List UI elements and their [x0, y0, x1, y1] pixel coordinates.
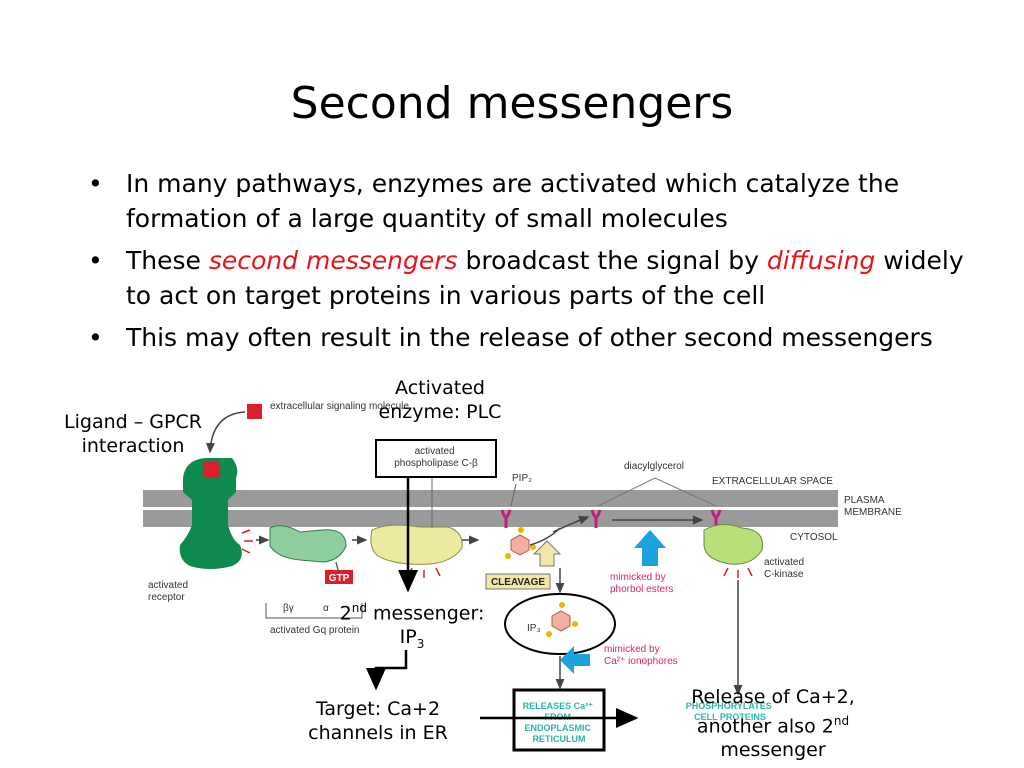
second-messenger-annotation: 2nd messenger: IP3 — [339, 601, 485, 652]
plasma-membrane-label: PLASMA MEMBRANE — [844, 495, 902, 518]
ionophore-mimic-arrow — [560, 646, 590, 674]
cleavage-label: CLEAVAGE — [491, 577, 545, 588]
ip3-released-hexagon — [510, 534, 530, 556]
activated-enzyme-annotation: Activated enzyme: PLC — [378, 377, 502, 423]
phosphate-dot — [505, 553, 511, 559]
plc-enzyme-shape — [370, 524, 463, 565]
bullet-list: • In many pathways, enzymes are activated… — [88, 166, 968, 362]
emphasis-text: second messengers — [208, 246, 458, 275]
phosphate-dot — [530, 544, 536, 550]
dag-arrow — [552, 516, 590, 533]
bullet-text: In many pathways, enzymes are activated … — [126, 169, 900, 233]
activated-receptor-label: activated receptor — [148, 580, 191, 603]
bullet-item: • This may often result in the release of… — [88, 320, 968, 355]
pip2-leader — [510, 483, 517, 507]
activated-plc-label: activated phospholipase C-β — [394, 446, 478, 469]
gq-protein-shape — [269, 525, 347, 563]
slide-title: Second messengers — [290, 78, 734, 129]
extracellular-space-label: EXTRACELLULAR SPACE — [712, 476, 833, 487]
extracellular-signal-label: extracellular signaling molecule — [270, 401, 409, 412]
emphasis-text: diffusing — [766, 246, 876, 275]
bullet-text: broadcast the signal by — [457, 246, 767, 275]
bullet-dot: • — [88, 246, 103, 275]
pip2-label: PIP₂ — [512, 473, 532, 484]
gq-bracket — [265, 603, 363, 619]
bullet-dot: • — [88, 323, 103, 352]
gtp-label: GTP — [329, 573, 350, 584]
phosphate-dot — [518, 527, 524, 533]
activated-gq-label: activated Gq protein — [270, 625, 360, 636]
c-kinase-shape — [703, 524, 764, 565]
phorbol-mimic-arrow — [634, 530, 666, 566]
mimicked-ionophore-label: mimicked by Ca²⁺ ionophores — [604, 644, 678, 667]
phosphate-dot — [572, 621, 578, 627]
gpcr-receptor-shape — [179, 458, 242, 569]
phosphate-dot — [546, 631, 552, 637]
ckinase-activation-rays — [723, 567, 753, 578]
plc-activation-rays — [407, 567, 441, 578]
phosphorylates-label: PHOSPHORYLATES CELL PROTEINS — [686, 701, 775, 722]
bullet-text: widely to act on target proteins in vari… — [126, 246, 964, 310]
activated-plc-box — [375, 439, 497, 478]
bullet-item: • In many pathways, enzymes are activated… — [88, 166, 968, 236]
cleavage-badge — [485, 573, 551, 590]
activated-ckinase-label: activated C-kinase — [764, 557, 807, 580]
ip3-hexagon — [551, 610, 571, 632]
bullet-text: These — [126, 246, 209, 275]
bullet-dot: • — [88, 169, 103, 198]
dag-lipid-icon — [590, 509, 602, 528]
cleavage-arrow-icon — [532, 540, 562, 567]
release-annotation: Release of Ca+2, another also 2nd messen… — [691, 686, 855, 762]
ligand-arrow — [205, 411, 246, 454]
er-release-label: RELEASES Ca²⁺ FROM ENDOPLASMIC RETICULUM — [523, 701, 596, 744]
gtp-badge — [325, 570, 353, 584]
diacylglycerol-label: diacylglycerol — [624, 461, 684, 472]
alpha-label: α — [323, 603, 329, 614]
bound-ligand-icon — [203, 461, 220, 478]
ligand-gpcr-annotation: Ligand – GPCR interaction — [64, 411, 202, 457]
gtp-link — [335, 561, 339, 571]
pip2-lipid-icon — [500, 509, 512, 528]
bullet-item: • These second messengers broadcast the s… — [88, 243, 968, 313]
ip3-label: IP₃ — [527, 623, 541, 634]
er-release-box — [512, 688, 606, 752]
mimicked-phorbol-label: mimicked by phorbol esters — [610, 572, 673, 595]
beta-gamma-label: βγ — [283, 603, 294, 614]
receptor-activation-rays — [241, 529, 253, 554]
target-annotation: Target: Ca+2 channels in ER — [308, 698, 448, 744]
dag-leaders — [597, 477, 717, 507]
plasma-membrane — [143, 490, 838, 527]
cytosol-label: CYTOSOL — [790, 532, 838, 543]
signaling-molecule-legend-icon — [247, 404, 262, 419]
ip3-to-target-annotation-arrow — [366, 650, 408, 691]
phosphate-dot — [559, 602, 565, 608]
bullet-text: This may often result in the release of … — [126, 323, 933, 352]
